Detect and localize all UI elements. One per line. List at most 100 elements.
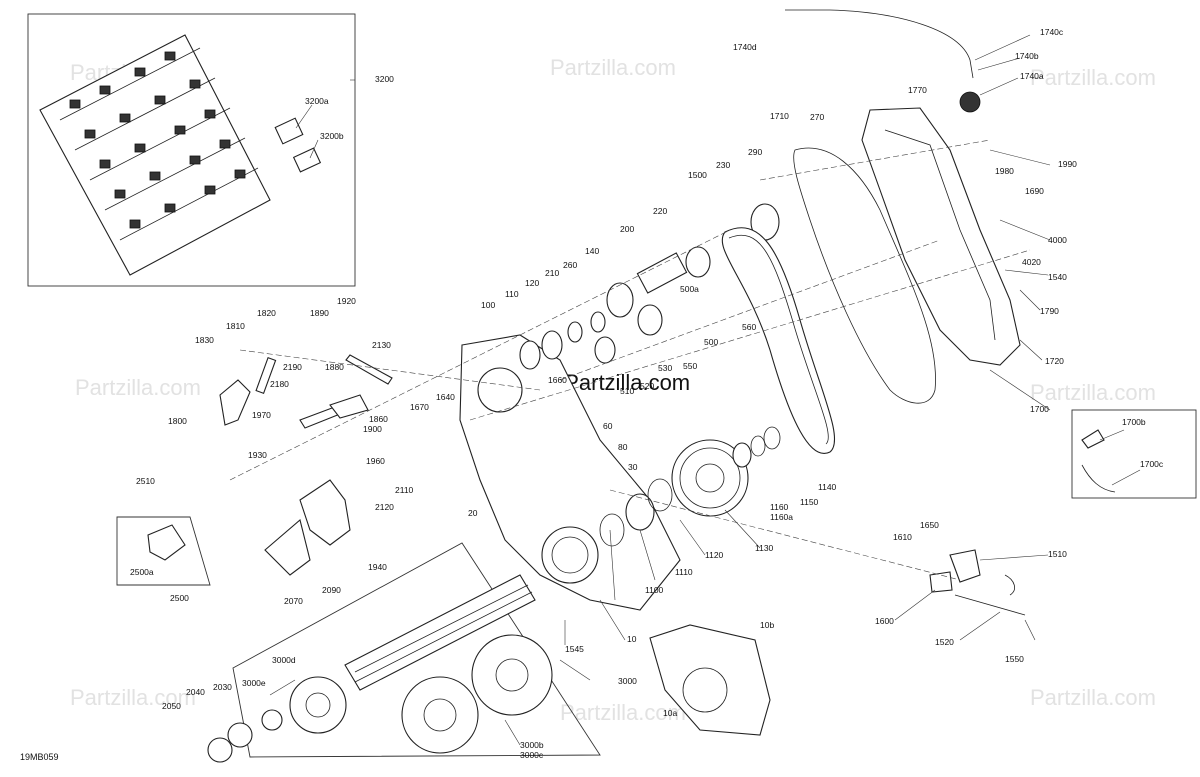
watermark: Partzilla.com <box>75 375 201 400</box>
callout-1130: 1130 <box>755 543 774 553</box>
callout-1710: 1710 <box>770 111 789 121</box>
watermark: Partzilla.com <box>1030 380 1156 405</box>
callout-1545: 1545 <box>565 644 584 654</box>
callout-2070: 2070 <box>284 596 303 606</box>
callout-110: 110 <box>505 289 519 299</box>
callout-560: 560 <box>742 322 756 332</box>
callout-1740a: 1740a <box>1020 71 1044 81</box>
callout-1610: 1610 <box>893 532 912 542</box>
watermark: Partzilla.com <box>70 685 196 710</box>
callout-2130: 2130 <box>372 340 391 350</box>
callout-4020: 4020 <box>1022 257 1041 267</box>
callout-labels: 3200 3200a 3200b 1740d 1740c 1740b 1740a… <box>130 27 1164 760</box>
callout-1540: 1540 <box>1048 272 1067 282</box>
callout-1830: 1830 <box>195 335 214 345</box>
callout-1670: 1670 <box>410 402 429 412</box>
watermark: Partzilla.com <box>550 55 676 80</box>
callout-510: 510 <box>620 386 634 396</box>
callout-1940: 1940 <box>368 562 387 572</box>
callout-1720: 1720 <box>1045 356 1064 366</box>
shift-linkage <box>219 354 393 576</box>
callout-3000b: 3000b <box>520 740 544 750</box>
callout-1860: 1860 <box>369 414 388 424</box>
callout-100: 100 <box>481 300 495 310</box>
callout-2500: 2500 <box>170 593 189 603</box>
callout-1920: 1920 <box>337 296 356 306</box>
callout-120: 120 <box>525 278 539 288</box>
callout-2090: 2090 <box>322 585 341 595</box>
callout-1650: 1650 <box>920 520 939 530</box>
callout-1520: 1520 <box>935 637 954 647</box>
figure-code: 19MB059 <box>20 752 59 762</box>
callout-3000d: 3000d <box>272 655 296 665</box>
detail-box-2500 <box>116 516 211 586</box>
callout-1890: 1890 <box>310 308 329 318</box>
hose-1700c <box>1081 464 1116 493</box>
callout-80: 80 <box>618 442 628 452</box>
callout-1150: 1150 <box>800 497 819 507</box>
callout-1800: 1800 <box>168 416 187 426</box>
callout-1810: 1810 <box>226 321 245 331</box>
drive-sprockets <box>207 634 553 763</box>
callout-2110: 2110 <box>395 485 414 495</box>
callout-1700: 1700 <box>1030 404 1049 414</box>
callout-1960: 1960 <box>366 456 385 466</box>
callout-2030: 2030 <box>213 682 232 692</box>
callout-270: 270 <box>810 112 824 122</box>
gasket-10a <box>649 624 771 736</box>
callout-2040: 2040 <box>186 687 205 697</box>
leader-lines <box>269 34 1141 746</box>
callout-1700b: 1700b <box>1122 417 1146 427</box>
callout-2500a: 2500a <box>130 567 154 577</box>
callout-3200: 3200 <box>375 74 394 84</box>
callout-3000: 3000 <box>618 676 637 686</box>
callout-4000: 4000 <box>1048 235 1067 245</box>
chaincase-cover <box>861 107 1021 366</box>
callout-10b: 10b <box>760 620 774 630</box>
callout-1120: 1120 <box>705 550 724 560</box>
gasket <box>793 147 936 404</box>
watermark: Partzilla.com <box>560 700 686 725</box>
callout-1740b: 1740b <box>1015 51 1039 61</box>
callout-220: 220 <box>653 206 667 216</box>
callout-3000e: 3000e <box>242 678 266 688</box>
callout-1660: 1660 <box>548 375 567 385</box>
detail-box-1700b <box>1071 409 1197 499</box>
callout-1880: 1880 <box>325 362 344 372</box>
callout-2050: 2050 <box>162 701 181 711</box>
callout-550: 550 <box>683 361 697 371</box>
chaincase-housing <box>459 334 681 611</box>
track-assembly <box>39 34 322 276</box>
callout-60: 60 <box>603 421 613 431</box>
assembly-lines <box>229 139 1031 581</box>
callout-1600: 1600 <box>875 616 894 626</box>
callout-3200a: 3200a <box>305 96 329 106</box>
callout-1820: 1820 <box>257 308 276 318</box>
callout-1500: 1500 <box>688 170 707 180</box>
callout-3200b: 3200b <box>320 131 344 141</box>
callout-1640: 1640 <box>436 392 455 402</box>
cable-1740 <box>785 9 974 79</box>
callout-500: 500 <box>704 337 718 347</box>
callout-3000c: 3000c <box>520 750 544 760</box>
callout-520: 520 <box>640 381 654 391</box>
callout-1970: 1970 <box>252 410 271 420</box>
watermark: Partzilla.com <box>1030 685 1156 710</box>
sensor-1740a <box>959 91 981 113</box>
callout-2510: 2510 <box>136 476 155 486</box>
callout-1160a: 1160a <box>770 512 793 522</box>
jackshaft <box>344 574 536 691</box>
callout-140: 140 <box>585 246 599 256</box>
callout-1550: 1550 <box>1005 654 1024 664</box>
gear-1130 <box>671 439 749 517</box>
callout-1790: 1790 <box>1040 306 1059 316</box>
callout-1740d: 1740d <box>733 42 757 52</box>
callout-10: 10 <box>627 634 637 644</box>
drive-chain <box>721 227 836 454</box>
track-detail-box <box>27 13 356 287</box>
callout-500a: 500a <box>680 284 699 294</box>
callout-1900: 1900 <box>363 424 382 434</box>
callout-230: 230 <box>716 160 730 170</box>
callout-1110: 1110 <box>675 567 693 577</box>
